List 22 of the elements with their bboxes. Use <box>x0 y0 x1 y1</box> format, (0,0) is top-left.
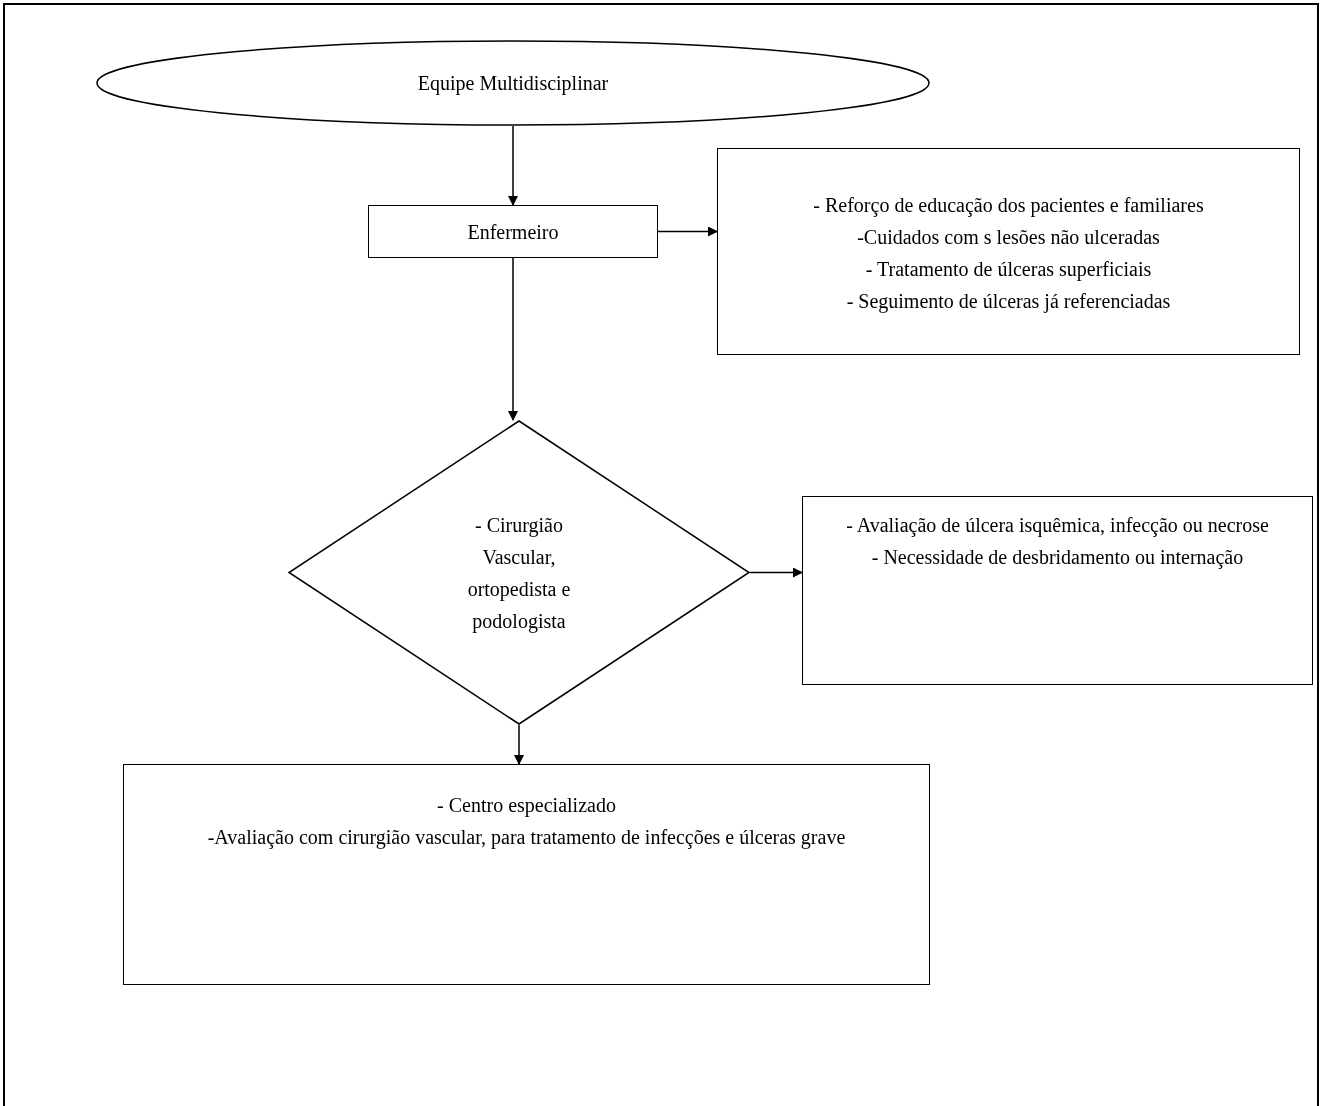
process-box <box>717 148 1300 355</box>
decision-diamond <box>288 420 750 725</box>
node-text: - Tratamento de úlceras superficiais <box>865 257 1152 283</box>
node-text: Equipe Multidisciplinar <box>417 71 609 97</box>
process-box <box>802 496 1313 685</box>
ellipse-node <box>96 40 930 126</box>
arrow <box>749 567 803 578</box>
node-text: - Centro especializado <box>437 793 616 819</box>
node-text: - Necessidade de desbridamento ou internação <box>871 545 1244 571</box>
node-text: - Cirurgião Vascular, ortopedista e podologista <box>466 512 572 635</box>
node-text: - Seguimento de úlceras já referenciadas <box>846 289 1171 315</box>
node-text: - Reforço de educação dos pacientes e familiares <box>813 193 1204 219</box>
node-text: -Avaliação com cirurgião vascular, para tratamento de infecções e úlceras grave <box>207 825 846 851</box>
node-text: Enfermeiro <box>467 219 559 245</box>
node-text: - Avaliação de úlcera isquêmica, infecção ou necrose <box>846 513 1269 539</box>
arrow <box>508 257 518 421</box>
arrow <box>514 724 524 765</box>
arrow <box>508 125 518 206</box>
process-box <box>123 764 930 985</box>
process-box <box>368 205 658 258</box>
node-text: -Cuidados com s lesões não ulceradas <box>857 225 1160 250</box>
arrow <box>657 226 718 237</box>
